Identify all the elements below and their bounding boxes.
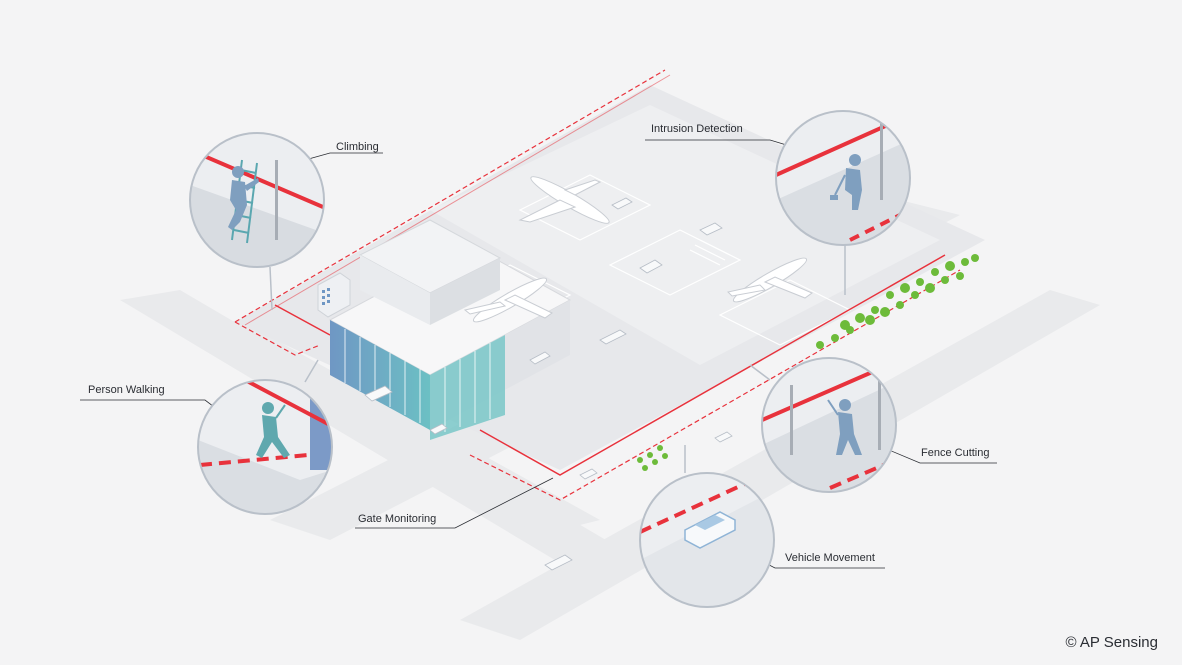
label-person-walking: Person Walking <box>88 384 165 396</box>
callout-pointers <box>269 245 846 473</box>
airplane-icon <box>463 176 814 323</box>
label-fence-cutting: Fence Cutting <box>921 447 990 459</box>
walker-figure <box>256 402 290 458</box>
label-vehicle-movement: Vehicle Movement <box>785 552 875 564</box>
label-gate-monitoring: Gate Monitoring <box>358 513 437 525</box>
callout-fence-cutting <box>761 357 897 493</box>
car-icon <box>684 511 736 549</box>
cutter-figure <box>827 399 862 455</box>
climber-figure <box>228 166 259 230</box>
callout-climbing <box>189 132 325 268</box>
apron-inner <box>430 105 940 365</box>
digger-figure <box>830 154 862 210</box>
ground-vehicles <box>364 197 733 571</box>
callout-vehicle-movement <box>639 472 775 608</box>
trees <box>637 254 979 471</box>
terminal-building <box>317 219 572 440</box>
copyright-notice: © AP Sensing <box>1065 634 1158 651</box>
callout-person-walking <box>197 379 333 515</box>
label-intrusion-detection: Intrusion Detection <box>651 123 743 135</box>
perimeter-fence <box>234 69 961 501</box>
label-climbing: Climbing <box>336 141 379 153</box>
